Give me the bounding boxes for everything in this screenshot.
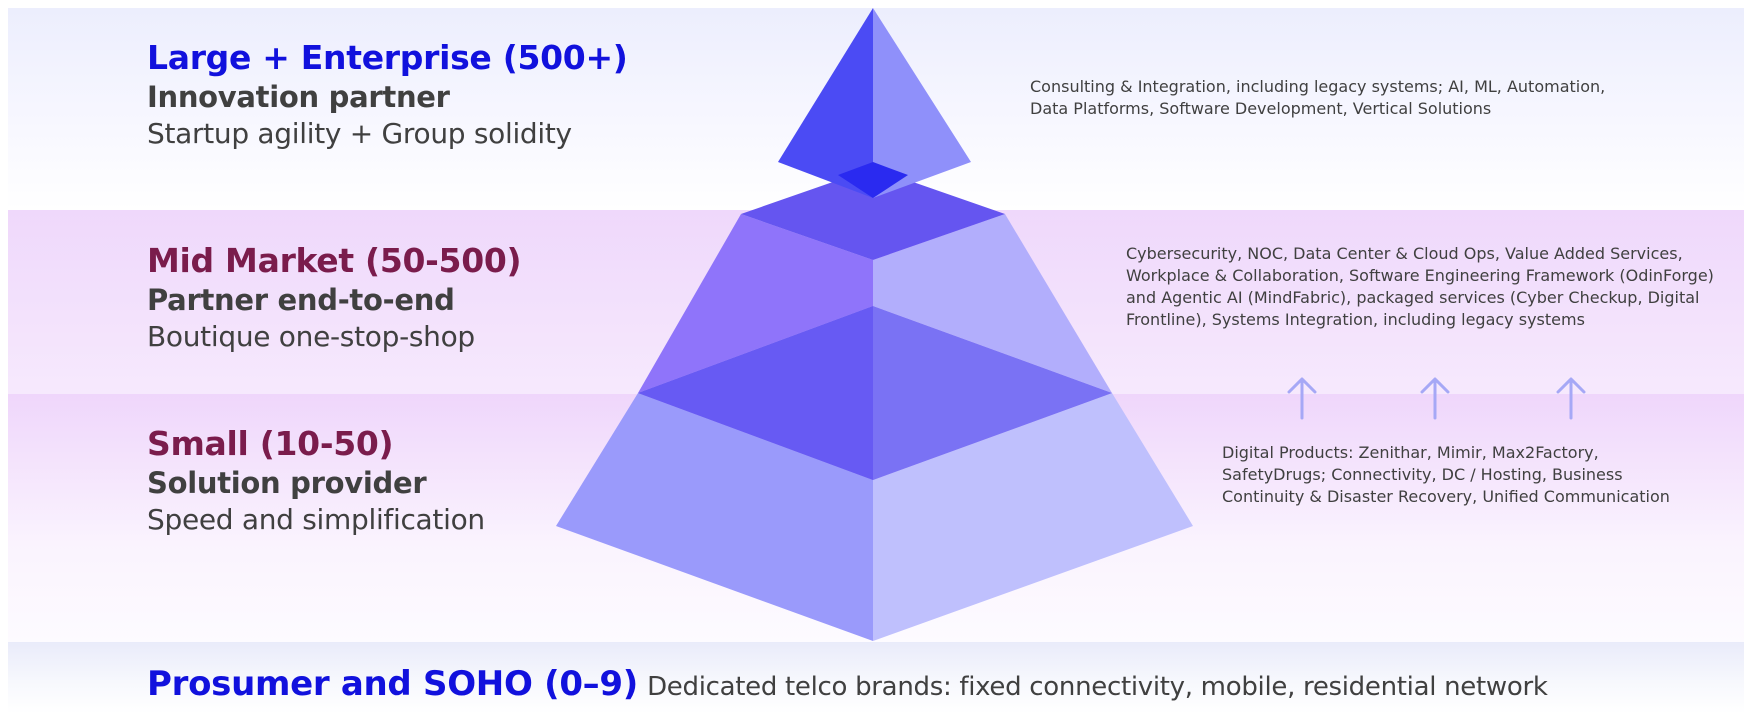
band-soho [8, 642, 1744, 714]
tier-title: Large + Enterprise (500+) [147, 38, 628, 77]
tier-role: Solution provider [147, 466, 427, 500]
tier-title: Mid Market (50-500) [147, 241, 522, 280]
tier-title: Prosumer and SOHO (0–9) [147, 664, 638, 704]
arrow-up-icon [1556, 377, 1586, 420]
tier-description: Boutique one-stop-shop [147, 320, 475, 353]
tier-description: Dedicated telco brands: fixed connectivi… [647, 672, 1548, 702]
tier-role: Partner end-to-end [147, 283, 455, 317]
tier-role: Innovation partner [147, 80, 450, 114]
tier-description: Speed and simplification [147, 503, 485, 536]
services-mid-market: Cybersecurity, NOC, Data Center & Cloud … [1126, 244, 1714, 329]
tier-small: Small (10-50) Solution provider Speed an… [147, 424, 485, 538]
pyramid-middle-tier [638, 168, 1112, 480]
arrow-up-icon [1420, 377, 1450, 420]
pyramid-top-tier [778, 8, 971, 198]
arrow-up-icon [1287, 377, 1317, 420]
services-small: Digital Products: Zenithar, Mimir, Max2F… [1222, 443, 1670, 506]
services-large-enterprise: Consulting & Integration, including lega… [1030, 77, 1606, 118]
tier-description: Startup agility + Group solidity [147, 117, 572, 150]
tier-large-enterprise: Large + Enterprise (500+) Innovation par… [147, 38, 628, 152]
tier-mid-market: Mid Market (50-500) Partner end-to-end B… [147, 241, 522, 355]
tier-soho: Prosumer and SOHO (0–9) Dedicated telco … [147, 664, 1548, 704]
tier-title: Small (10-50) [147, 424, 394, 463]
